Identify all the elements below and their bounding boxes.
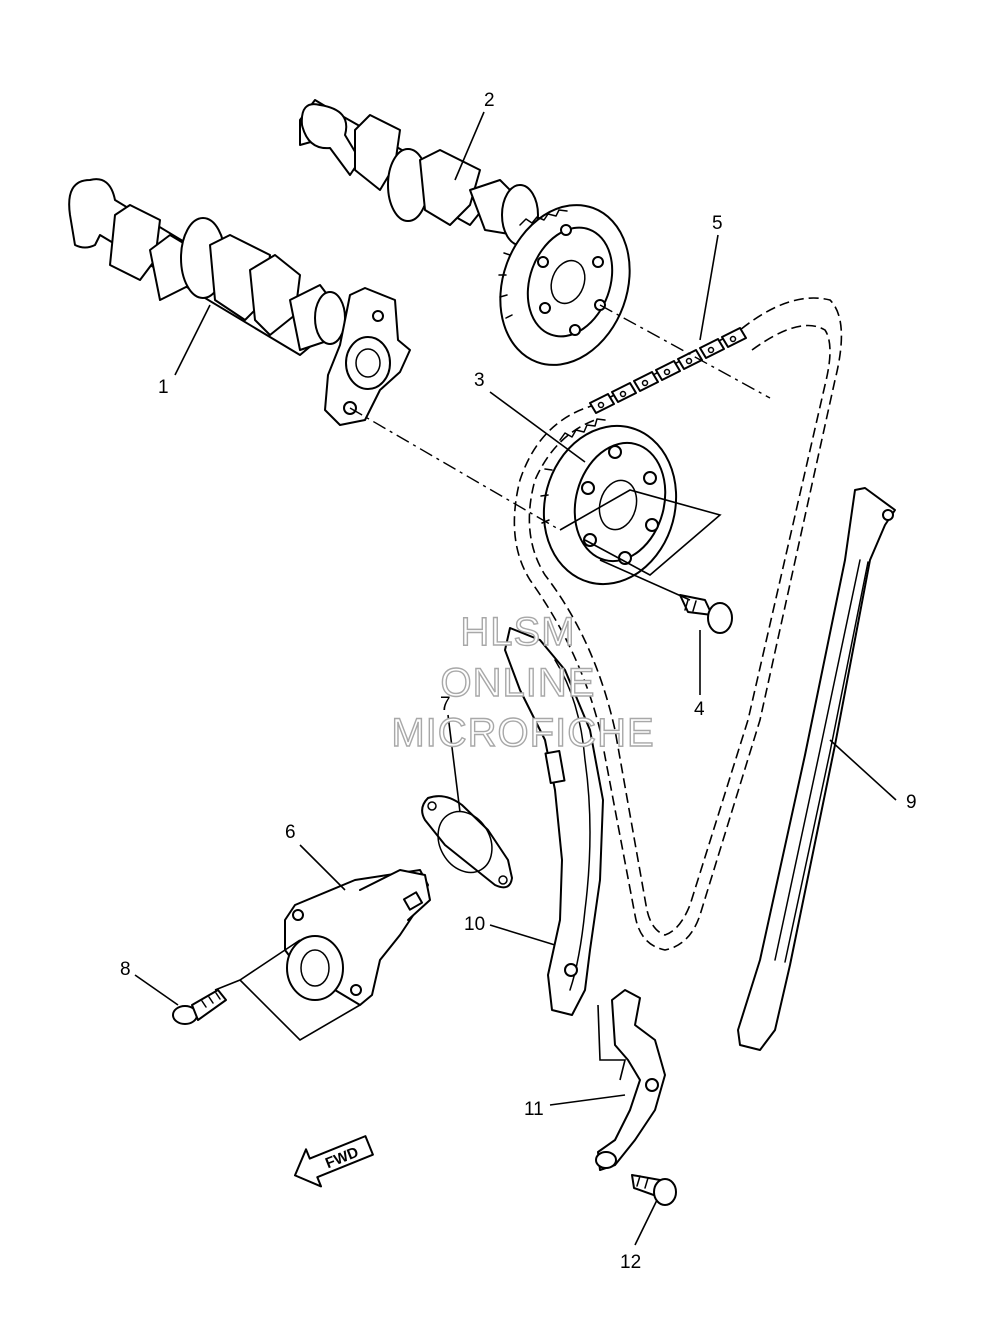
tensioner-guide-10[interactable] <box>504 627 604 1016</box>
cam-sprocket-3[interactable] <box>527 411 694 599</box>
timing-chain-5[interactable] <box>513 297 843 951</box>
callout-3: 3 <box>474 370 485 391</box>
cam-cap-plate[interactable] <box>324 287 411 426</box>
cam-sprocket-upper[interactable] <box>479 187 652 384</box>
callout-6: 6 <box>285 822 296 843</box>
watermark-line-2: ONLINE <box>441 661 596 705</box>
bolt-4[interactable] <box>679 594 733 634</box>
chain-guide-9[interactable] <box>737 487 896 1051</box>
bolt-12[interactable] <box>631 1174 677 1206</box>
fwd-arrow-icon: FWD <box>293 1135 374 1188</box>
chain-links-shown <box>589 327 747 414</box>
callout-8: 8 <box>120 959 131 980</box>
watermark-line-3: MICROFICHE <box>391 711 654 755</box>
watermark-line-1: HLSM <box>460 610 575 654</box>
callout-7: 7 <box>440 694 451 715</box>
callout-1: 1 <box>158 377 169 398</box>
tensioner-6[interactable] <box>284 869 431 1006</box>
bolt-8[interactable] <box>172 989 227 1025</box>
bracket-11[interactable] <box>595 989 666 1171</box>
callout-10: 10 <box>464 914 485 935</box>
callout-9: 9 <box>906 792 917 813</box>
gasket-7[interactable] <box>421 795 513 889</box>
callout-5: 5 <box>712 213 723 234</box>
alignment-lines <box>214 304 771 1081</box>
leader-lines <box>134 111 897 1246</box>
callout-2: 2 <box>484 90 495 111</box>
callout-4: 4 <box>694 699 705 720</box>
camshaft-1[interactable] <box>68 178 346 356</box>
watermark: HLSM ONLINE MICROFICHE <box>391 609 655 755</box>
camshaft-2[interactable] <box>299 99 539 246</box>
callout-12: 12 <box>620 1252 641 1273</box>
callout-11: 11 <box>524 1099 544 1120</box>
